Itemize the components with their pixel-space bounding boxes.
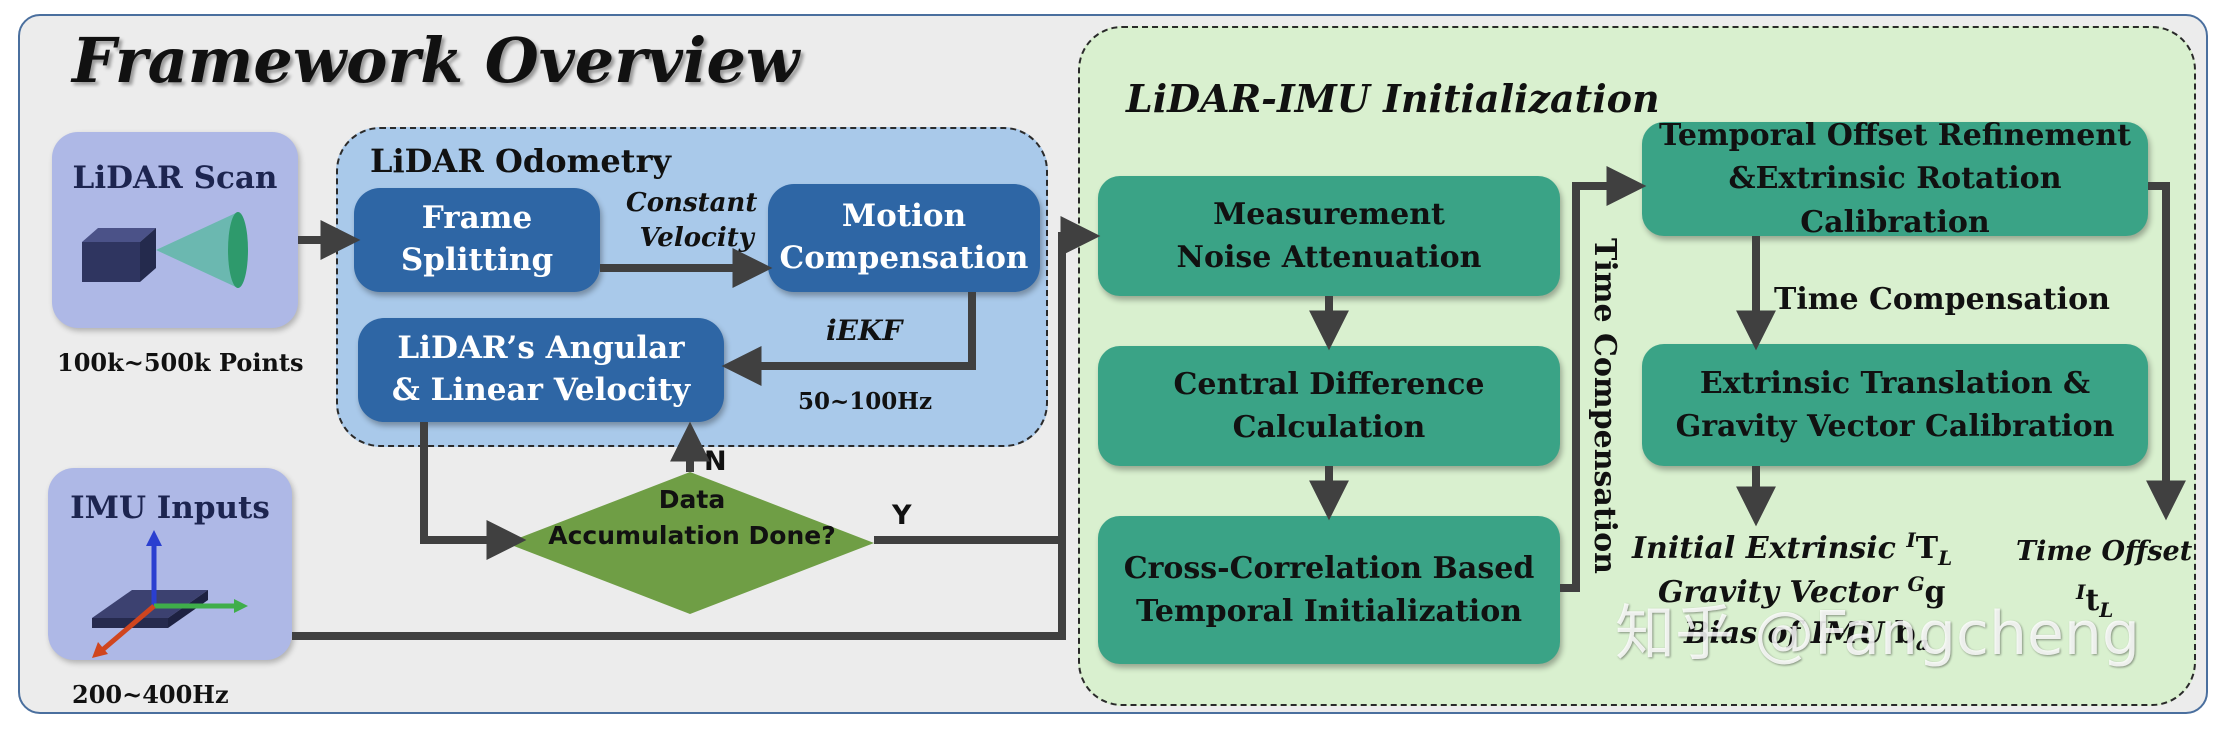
lidar-scan-box: LiDAR Scan [52,132,298,328]
temporal-refinement-line1: Temporal Offset Refinement [1658,117,2132,153]
imu-bias-symbol: b [1894,616,1916,651]
gravity-vector-symbol: g [1924,575,1946,610]
noise-attenuation-line1: Measurement [1213,196,1445,232]
imu-bias-output: Bias of IMU ba [1684,616,1929,655]
imu-axes-icon [92,530,248,658]
time-offset-symbol-output: ItL [2076,580,2113,622]
constant-velocity-line2: Velocity [639,223,754,254]
decision-yes-label: Y [892,500,912,531]
imu-bias-sub: a [1915,631,1929,655]
iekf-label: iEKF [826,314,903,347]
constant-velocity-line1: Constant [626,188,758,218]
data-accumulation-line2: Accumulation Done? [548,521,836,551]
extrinsic-translation-box: Extrinsic Translation & Gravity Vector Ca… [1642,344,2148,466]
time-offset-sub: L [2099,598,2114,622]
initial-extrinsic-symbol: T [1915,531,1939,566]
imu-bias-label: Bias of IMU [1684,616,1885,651]
extrinsic-translation-line2: Gravity Vector Calibration [1675,409,2115,444]
lidar-scan-caption: 100k~500k Points [57,348,304,377]
motion-compensation-line1: Motion [841,198,967,235]
cross-correlation-line1: Cross-Correlation Based [1123,550,1535,586]
time-compensation-vertical-label: Time Compensation [1587,238,1622,574]
velocity-line1: LiDAR’s Angular [397,330,685,367]
cross-correlation-line2: Temporal Initialization [1135,594,1523,629]
noise-attenuation-line2: Noise Attenuation [1176,240,1482,275]
odometry-rate-label: 50~100Hz [798,388,933,415]
lidar-imu-initialization-title: LiDAR-IMU Initialization [1126,76,1660,121]
time-compensation-label: Time Compensation [1774,282,2110,317]
lidar-odometry-title: LiDAR Odometry [370,142,672,180]
lidar-sensor-icon [82,212,248,288]
frame-splitting-line2: Splitting [400,242,554,278]
frame-splitting-line1: Frame [421,200,533,237]
central-difference-line2: Calculation [1232,410,1426,445]
time-offset-label: Time Offset [2016,536,2193,567]
gravity-vector-output: Gravity Vector Gg [1658,572,1946,610]
initial-extrinsic-output: Initial Extrinsic ITL [1632,528,1952,570]
lidar-scan-label: LiDAR Scan [72,160,278,196]
imu-inputs-box: IMU Inputs [48,468,292,660]
motion-compensation-line2: Compensation [779,240,1029,276]
data-accumulation-line1: Data [658,485,726,514]
initial-extrinsic-label: Initial Extrinsic [1632,531,1896,566]
velocity-box: LiDAR’s Angular & Linear Velocity [358,318,724,422]
decision-no-label: N [704,446,727,477]
temporal-refinement-line2: &Extrinsic Rotation Calibration [1728,161,2062,240]
imu-inputs-caption: 200~400Hz [72,680,229,709]
page-title: Framework Overview [72,24,800,97]
time-offset-symbol: t [2085,583,2100,618]
imu-inputs-label: IMU Inputs [70,490,270,526]
time-offset-sup: I [2076,580,2086,604]
watermark-text: 知乎 @Fangcheng [1615,599,2140,669]
initial-extrinsic-sub: L [1938,546,1953,570]
time-offset-output: Time Offset [2016,536,2192,567]
extrinsic-translation-line1: Extrinsic Translation & [1699,365,2091,401]
velocity-line2: & Linear Velocity [391,372,691,408]
initial-extrinsic-sup: I [1906,528,1916,552]
gravity-vector-label: Gravity Vector [1658,575,1897,610]
central-difference-line1: Central Difference [1173,366,1485,402]
temporal-refinement-box: Temporal Offset Refinement&Extrinsic Rot… [1642,118,2148,240]
gravity-vector-sup: G [1907,572,1925,596]
